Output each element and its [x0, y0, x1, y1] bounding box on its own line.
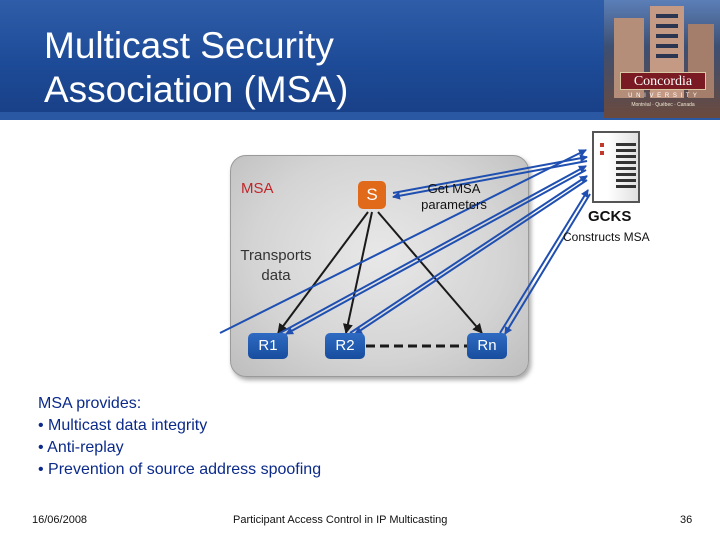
title-line-2: Association (MSA) — [44, 69, 349, 110]
transports-line-2: data — [261, 267, 291, 284]
gcks-label: GCKS — [588, 208, 632, 225]
receiver-rn: Rn — [467, 333, 507, 359]
server-slot — [616, 179, 636, 182]
receiver-r1: R1 — [248, 333, 288, 359]
provides-item: • Multicast data integrity — [38, 417, 208, 434]
footer-title: Participant Access Control in IP Multica… — [233, 514, 448, 526]
msa-arrow-r2-to-gcks — [349, 175, 588, 334]
provides-heading: MSA provides: — [38, 395, 142, 412]
title-line-1: Multicast Security — [44, 25, 334, 66]
provides-item: • Anti-replay — [38, 439, 124, 456]
receiver-r2: R2 — [325, 333, 365, 359]
logo-window — [656, 14, 678, 18]
data-arrow-rn — [377, 211, 483, 334]
msa-provides-list: MSA provides: • Multicast data integrity… — [38, 393, 321, 481]
msa-arrow-r1-to-gcks — [279, 165, 587, 334]
footer-page-number: 36 — [680, 514, 693, 526]
get-msa-label: Get MSA parameters — [414, 181, 494, 213]
get-msa-line-2: parameters — [421, 197, 487, 212]
transports-label: Transports data — [226, 246, 326, 286]
logo-tagline: Montréal · Québec · Canada — [631, 102, 695, 108]
server-led — [600, 151, 604, 155]
logo-subtitle: U N I V E R S I T Y — [628, 93, 698, 99]
msa-arrow-left-to-gcks — [219, 149, 587, 334]
slide-title: Multicast Security Association (MSA) — [44, 24, 348, 112]
provides-item-text: Anti-replay — [47, 439, 124, 456]
logo-window — [656, 34, 678, 38]
server-slot — [616, 161, 636, 164]
logo-name: Concordia — [620, 72, 706, 90]
server-icon — [592, 131, 640, 203]
server-slot — [616, 185, 636, 188]
transports-line-1: Transports — [240, 247, 312, 264]
source-node: S — [358, 181, 386, 209]
university-logo: Concordia U N I V E R S I T Y Montréal ·… — [604, 0, 720, 118]
msa-arrow-s-to-gcks — [392, 154, 588, 194]
provides-item: • Prevention of source address spoofing — [38, 461, 322, 478]
footer-date: 16/06/2008 — [32, 514, 88, 526]
msa-arrow-gcks-to-r2 — [354, 179, 588, 335]
msa-arrow-gcks-to-s — [392, 160, 588, 200]
data-arrow-r2 — [343, 211, 373, 334]
server-slot — [616, 149, 636, 152]
logo-window — [656, 54, 678, 58]
msa-arrow-rn-to-gcks — [499, 189, 589, 334]
msa-arrow-gcks-to-rn — [504, 193, 591, 335]
server-slot — [616, 143, 636, 146]
logo-window — [656, 24, 678, 28]
header-band — [0, 112, 720, 120]
provides-item-text: Multicast data integrity — [48, 417, 208, 434]
msa-arrow-gcks-to-r1 — [285, 169, 587, 335]
slide-header — [0, 0, 720, 120]
logo-window — [656, 44, 678, 48]
data-arrow-r1 — [277, 211, 369, 334]
msa-label: MSA — [241, 180, 274, 197]
server-slot — [616, 167, 636, 170]
server-slot — [616, 155, 636, 158]
gcks-sublabel: Constructs MSA — [563, 230, 650, 244]
server-led — [600, 143, 604, 147]
get-msa-line-1: Get MSA — [427, 181, 481, 196]
provides-item-text: Prevention of source address spoofing — [48, 461, 322, 478]
server-slot — [616, 173, 636, 176]
